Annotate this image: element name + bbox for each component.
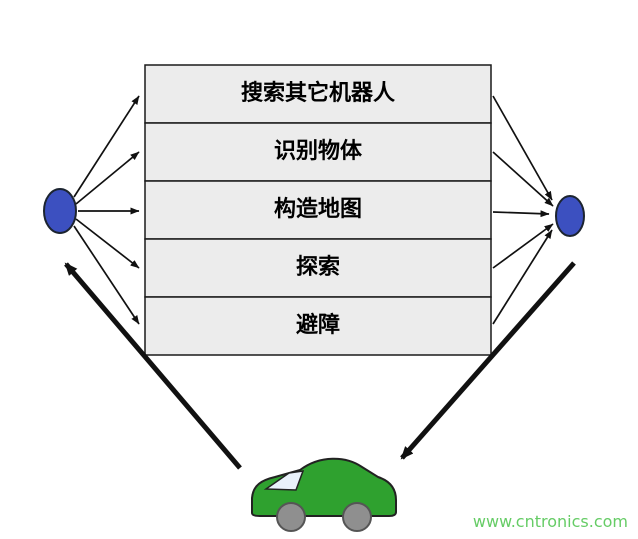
output-fanin-arrows: [492, 95, 554, 325]
behavior-box-avoid-obstacles: [144, 296, 492, 356]
behavior-box-label: 探索: [296, 254, 340, 280]
arrow-box-5-to-output: [492, 229, 553, 325]
arrow-input-to-box-4: [75, 218, 140, 269]
input-node-ellipse: [43, 188, 77, 234]
car-body: [251, 457, 397, 517]
arrow-box-2-to-output: [492, 151, 554, 207]
behavior-box-explore: [144, 238, 492, 298]
arrow-input-to-box-1: [73, 95, 140, 198]
behavior-box-stack: 搜索其它机器人 识别物体 构造地图 探索 避障: [144, 64, 492, 356]
behavior-box-build-map: [144, 180, 492, 240]
behavior-box-label: 避障: [296, 312, 340, 338]
car-windshield: [263, 470, 305, 491]
watermark-text: www.cntronics.com: [473, 512, 628, 531]
behavior-box-label: 构造地图: [274, 196, 362, 222]
arrow-box-4-to-output: [492, 223, 554, 269]
behavior-box-search-robots: [144, 64, 492, 124]
input-fanout-arrows: [73, 95, 140, 325]
car-wheel-front: [276, 502, 306, 532]
arrow-robot-to-input-node: [64, 262, 242, 470]
arrow-box-3-to-output: [492, 210, 550, 218]
arrow-input-to-box-2: [75, 151, 140, 205]
behavior-box-identify-objects: [144, 122, 492, 182]
arrow-box-1-to-output: [492, 95, 553, 201]
output-node-ellipse: [555, 195, 585, 237]
behavior-box-label: 识别物体: [274, 138, 363, 164]
car-wheel-rear: [342, 502, 372, 532]
robot-car-illustration: [251, 457, 397, 532]
arrow-input-to-box-5: [73, 225, 140, 325]
arrow-output-node-to-robot: [400, 261, 576, 460]
feedback-arrows: [64, 261, 576, 470]
behavior-box-label: 搜索其它机器人: [241, 80, 395, 106]
